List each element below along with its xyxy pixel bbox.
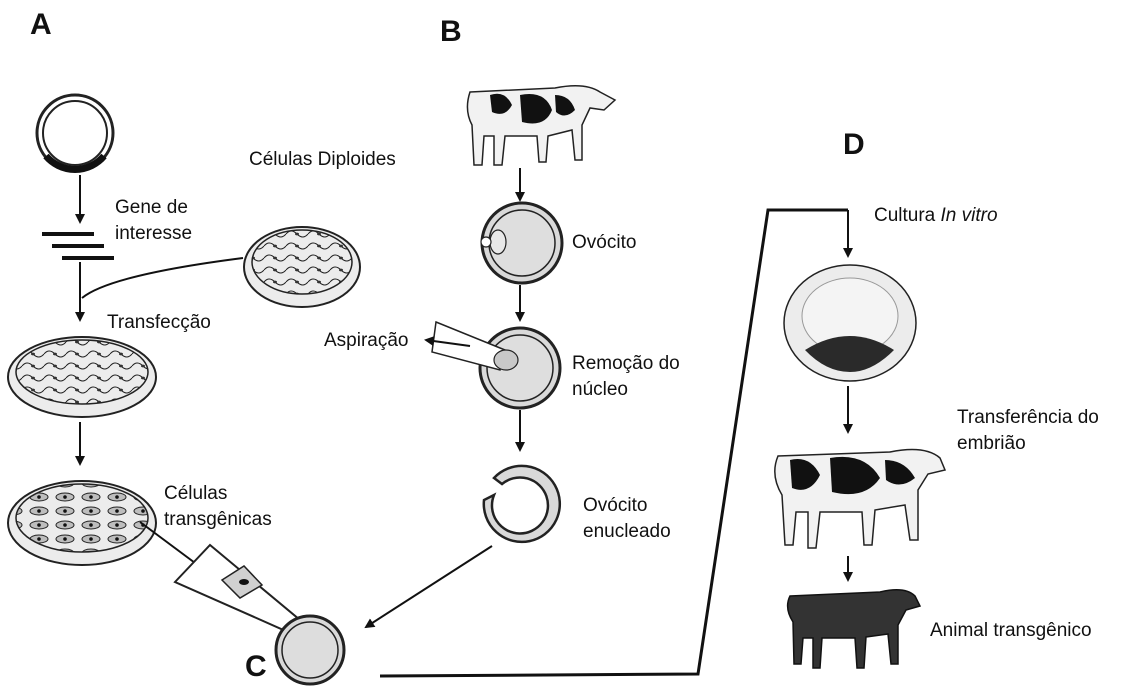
oocyte-icon [481,203,562,283]
gene-bars-icon [42,232,114,260]
label-cultura: Cultura [874,205,941,226]
diploid-cells-dish-icon [244,227,360,307]
label-ovocito-enucleado-1: Ovócito [583,494,647,518]
label-embriao: embrião [957,432,1026,456]
label-in-vitro: In vitro [941,205,998,226]
reconstructed-cell-icon [276,616,344,684]
connector-c-to-d [380,210,848,676]
label-animal-transgenico: Animal transgênico [930,619,1092,643]
blastocyst-icon [784,265,916,381]
label-remocao-do: Remoção do [572,352,680,376]
label-transferencia-do: Transferência do [957,406,1099,430]
panel-label-a: A [30,8,52,42]
label-interesse: interesse [115,222,192,246]
label-nucleo: núcleo [572,378,628,402]
label-transfeccao: Transfecção [107,311,211,335]
label-ovocito: Ovócito [572,231,636,255]
micropipette-icon [175,545,300,632]
label-cultura-in-vitro: Cultura In vitro [874,204,998,228]
label-aspiracao: Aspiração [324,329,409,353]
cow-donor-icon [467,86,615,165]
label-transgenicas: transgênicas [164,508,272,532]
plasmid-icon [37,95,113,171]
label-gene-de: Gene de [115,196,188,220]
line-diploid-to-transfection [82,258,243,298]
label-ovocito-enucleado-2: enucleado [583,520,671,544]
label-celulas-diploides: Células Diploides [249,148,396,172]
panel-label-c: C [245,650,267,684]
label-celulas: Células [164,482,227,506]
panel-label-b: B [440,15,462,49]
cow-recipient-icon [775,450,945,548]
panel-label-d: D [843,128,865,162]
transgenic-calf-icon [788,590,920,668]
nucleus-removal-icon [432,322,560,408]
transfection-dish-icon [8,337,156,417]
enucleated-oocyte-icon [484,466,560,542]
arrow-enucleated-to-cell-c [366,546,492,627]
transgenic-cells-dish-icon [8,481,156,565]
